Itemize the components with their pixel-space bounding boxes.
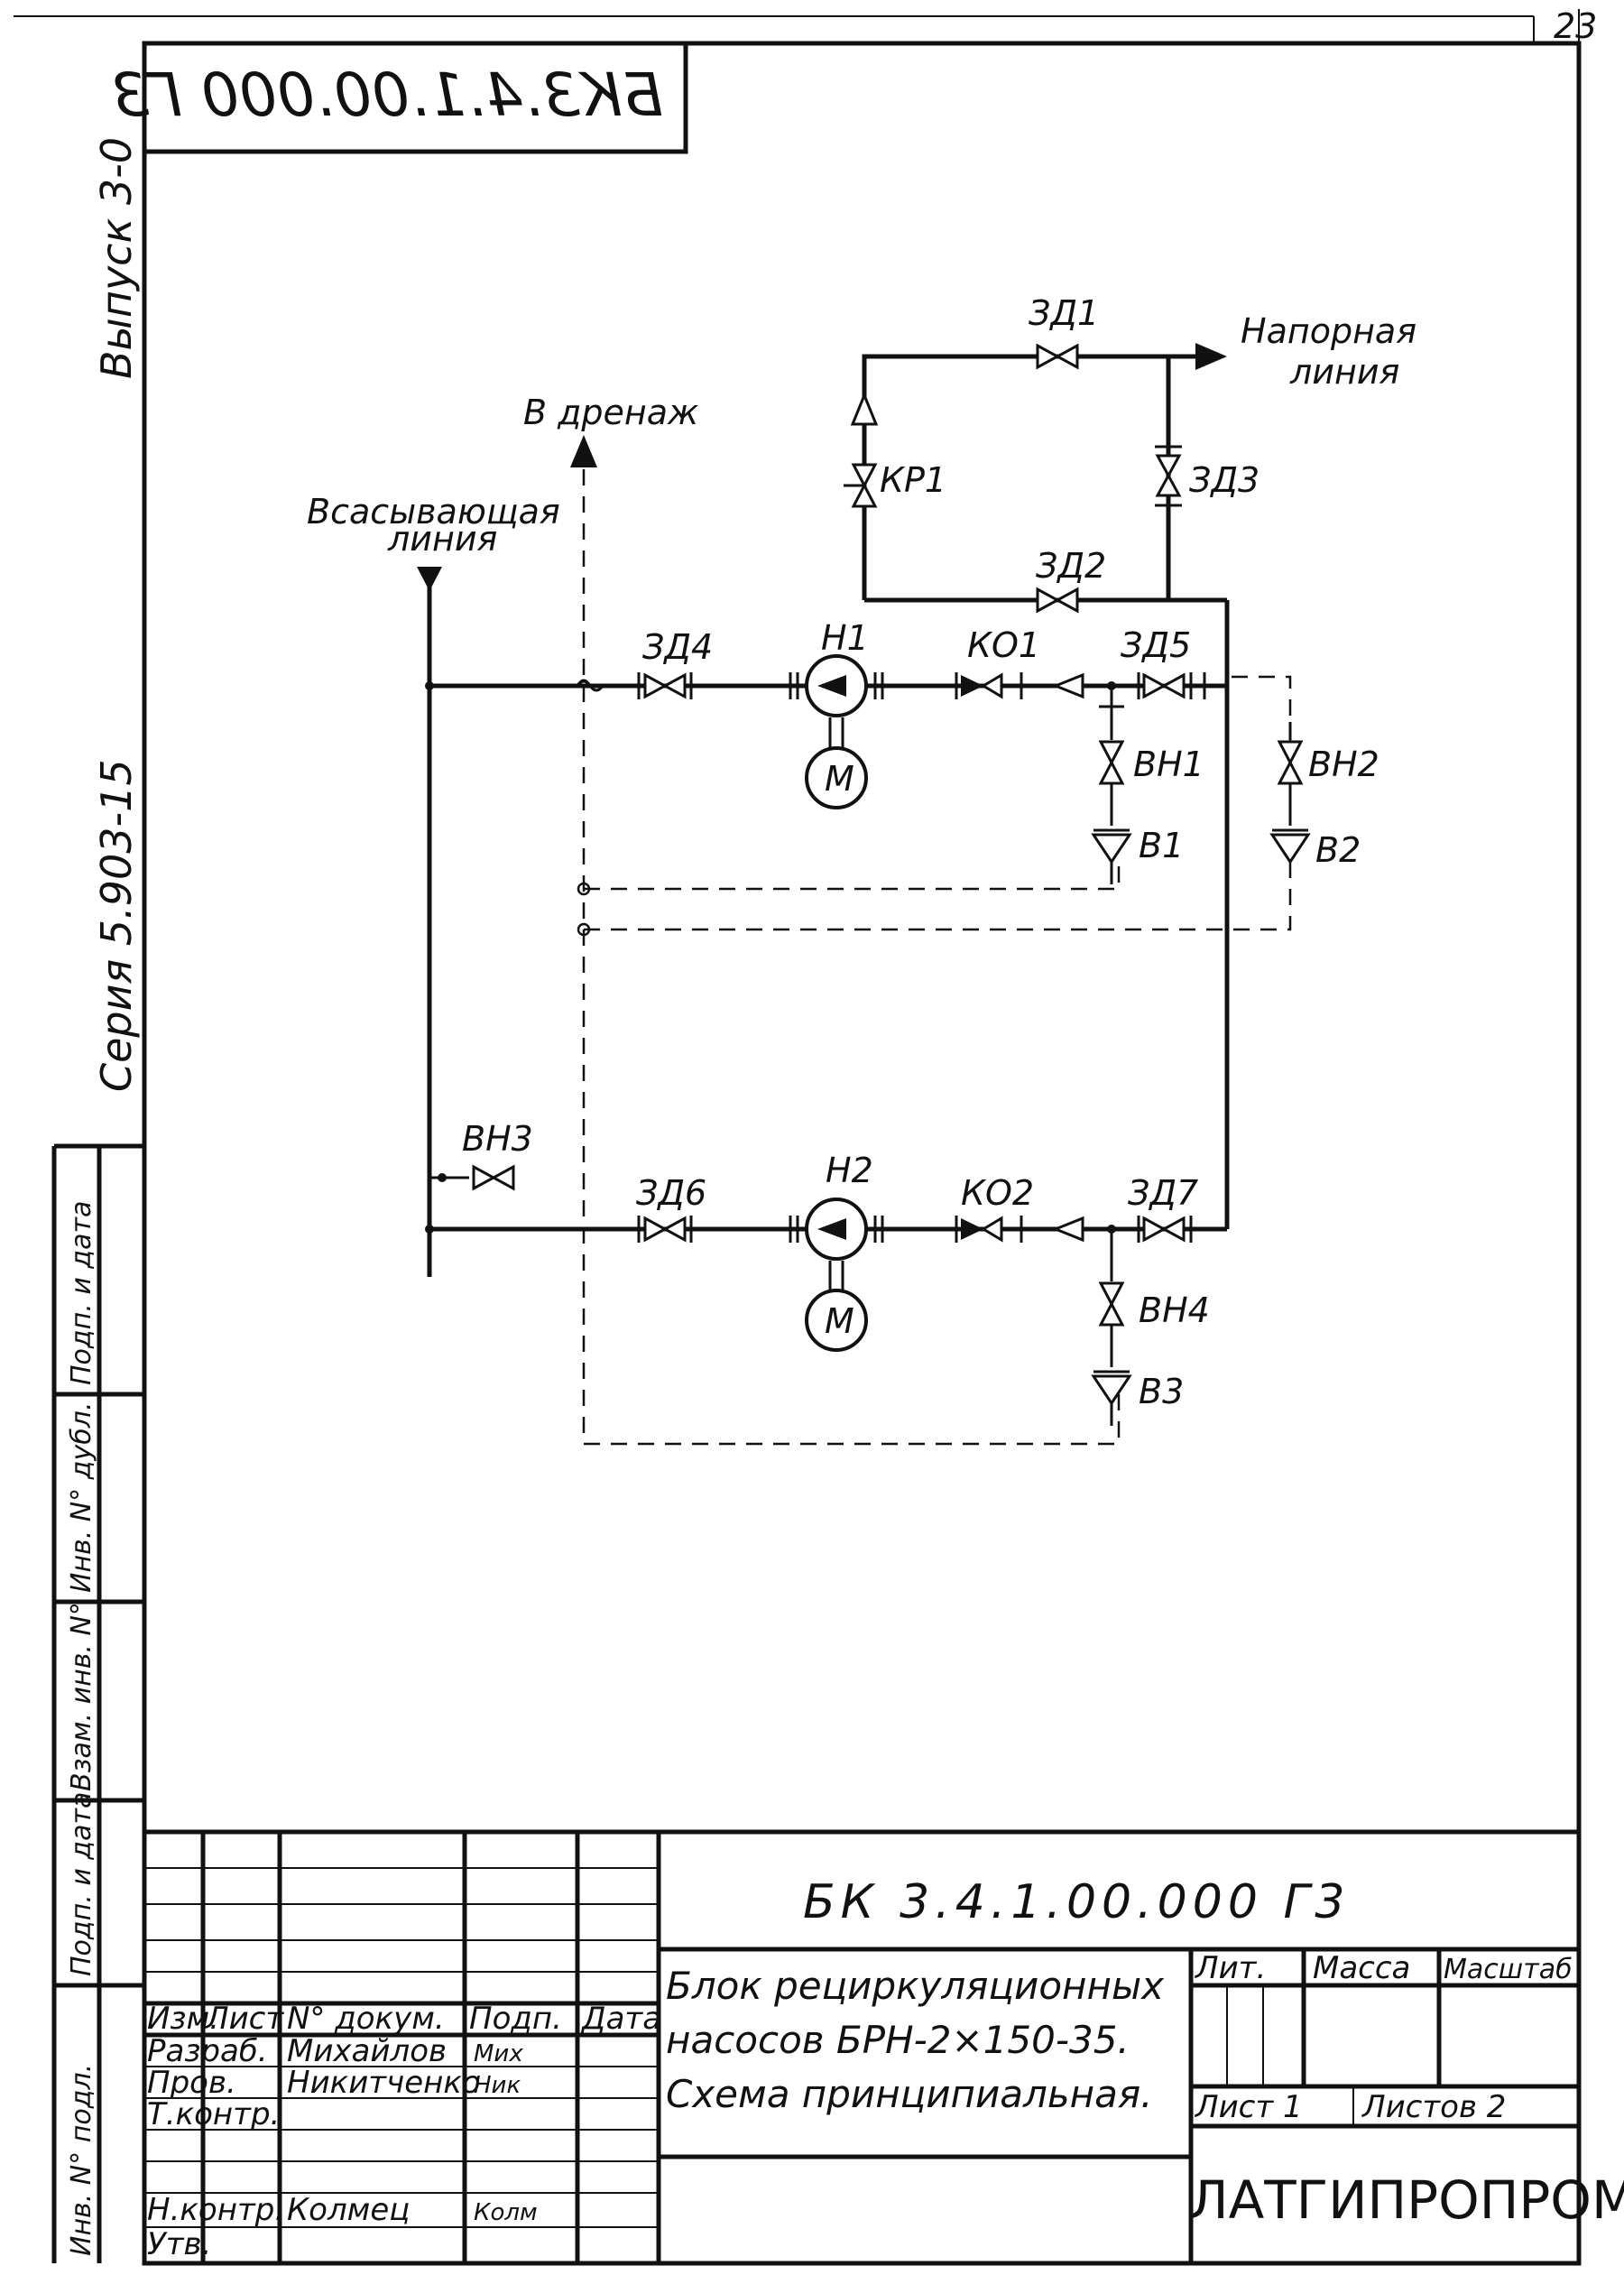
hdr-scale: Масштаб [1444, 1954, 1573, 1985]
svg-text:ЗД6: ЗД6 [636, 1173, 706, 1213]
role-utv: Утв. [147, 2226, 211, 2262]
svg-text:ВН1: ВН1 [1133, 744, 1204, 784]
hdr-doc-no: N° докум. [287, 2001, 445, 2037]
title-line-2: насосов БРН-2×150-35. [666, 2018, 1130, 2062]
role-prov: Пров. [147, 2065, 236, 2101]
suction-arrow [417, 567, 442, 591]
series-label: Серия 5.903-15 [92, 759, 141, 1092]
pressure-arrow [1195, 343, 1227, 370]
hdr-sign: Подп. [469, 2001, 562, 2037]
valve-zd6: ЗД6 [636, 1173, 706, 1243]
sign-prov: Ник [474, 2072, 521, 2099]
suction-label-2: линия [387, 519, 497, 559]
side-col-inv-podl: Инв. N° подл. [66, 2064, 97, 2256]
drain-label: В дренаж [523, 393, 698, 432]
pump-n1: Н1 М [789, 618, 884, 809]
issue-label: Выпуск 3-0 [92, 137, 141, 379]
motor-m1: М [825, 759, 854, 799]
pipeline-diagram: Всасывающая линия В дренаж Напорная лини… [307, 293, 1416, 1446]
mirrored-code-box [142, 41, 688, 154]
svg-text:ЗД5: ЗД5 [1121, 625, 1191, 665]
page-number: 23 [1554, 6, 1597, 46]
svg-text:ЗД1: ЗД1 [1029, 293, 1099, 333]
vent-bn2: ВН2 В2 [1269, 722, 1379, 870]
suction-label-1: Всасывающая [307, 492, 560, 532]
svg-text:Н1: Н1 [821, 618, 869, 658]
valve-zd5: ЗД5 [1121, 625, 1206, 699]
svg-text:ЗД7: ЗД7 [1128, 1173, 1198, 1213]
drain-branch-v2 [584, 675, 1292, 931]
svg-text:КО2: КО2 [961, 1173, 1034, 1213]
side-stamp: Инв. N° подл. Подп. и дата Взам. инв. N°… [51, 1143, 144, 2263]
pressure-label-1: Напорная [1241, 311, 1416, 351]
svg-text:ВН4: ВН4 [1139, 1290, 1210, 1330]
hdr-date: Дата [580, 2001, 661, 2037]
valve-bn3: ВН3 [429, 1119, 533, 1191]
svg-text:Н2: Н2 [826, 1151, 873, 1190]
vent-bn1: ВН1 В1 [1091, 686, 1204, 884]
name-prov: Никитченко [287, 2065, 481, 2101]
role-nkontr: Н.контр. [147, 2192, 284, 2228]
valve-zd3: ЗД3 [1155, 445, 1260, 507]
drain-b1: В1 [1139, 826, 1184, 865]
pressure-label-2: линия [1289, 352, 1399, 392]
side-col-vzam-inv: Взам. инв. N° [66, 1602, 97, 1791]
drain-arrow [570, 435, 597, 467]
svg-text:КР1: КР1 [880, 460, 946, 500]
role-razrab: Разраб. [147, 2033, 268, 2069]
pump-n2: Н2 М [789, 1151, 884, 1352]
title-line-1: Блок рециркуляционных [666, 1964, 1165, 2008]
drawing-frame [142, 41, 1582, 2266]
drain-b2: В2 [1315, 830, 1361, 870]
drain-b3: В3 [1139, 1372, 1184, 1411]
side-col-podp-data-1: Подп. и дата [66, 1792, 97, 1976]
check-valve-ko1: КО1 [955, 625, 1084, 699]
organization: ЛАТГИПРОПРОМ [1189, 2169, 1624, 2231]
svg-text:КО1: КО1 [967, 625, 1040, 665]
valve-zd7: ЗД7 [1128, 1173, 1198, 1243]
svg-text:ВН3: ВН3 [462, 1119, 533, 1159]
vent-bn4: ВН4 В3 [1091, 1229, 1210, 1426]
valve-kr1: КР1 [844, 392, 946, 508]
title-line-3: Схема принципиальная. [666, 2072, 1152, 2116]
hdr-mass: Масса [1313, 1950, 1410, 1986]
mirrored-code: БК3.4.1.00.000 Г3 [111, 60, 663, 130]
sheets-label: Листов 2 [1361, 2089, 1506, 2125]
name-razrab: Михайлов [287, 2033, 447, 2069]
check-valve-ko2: КО2 [955, 1173, 1084, 1243]
title-block: Изм. Лист N° докум. Подп. Дата Разраб. М… [144, 1829, 1624, 2263]
motor-m2: М [825, 1301, 854, 1341]
svg-text:ЗД3: ЗД3 [1189, 460, 1260, 500]
valve-zd4: ЗД4 [637, 627, 713, 699]
hdr-izm: Изм. [147, 2001, 219, 2037]
svg-text:ЗД4: ЗД4 [642, 627, 713, 667]
sheet-label: Лист 1 [1194, 2089, 1303, 2125]
hdr-list: Лист [204, 2001, 284, 2037]
sign-razrab: Мих [474, 2040, 523, 2067]
role-tkontr: Т.контр. [147, 2096, 280, 2132]
svg-text:ЗД2: ЗД2 [1036, 546, 1106, 586]
doc-code: БК 3.4.1.00.000 Г3 [803, 1875, 1351, 1929]
svg-text:ВН2: ВН2 [1308, 744, 1379, 784]
name-nkontr: Колмец [287, 2192, 410, 2228]
valve-zd1: ЗД1 [1029, 293, 1099, 370]
drain-line [582, 469, 1121, 1446]
side-col-inv-dubl: Инв. N° дубл. [66, 1402, 97, 1594]
valve-zd2: ЗД2 [1036, 546, 1106, 614]
side-col-podp-data-2: Подп. и дата [66, 1201, 97, 1385]
hdr-lit: Лит. [1194, 1950, 1266, 1986]
drain-branch-v1 [584, 866, 1121, 891]
sign-nkontr: Колм [474, 2199, 538, 2226]
